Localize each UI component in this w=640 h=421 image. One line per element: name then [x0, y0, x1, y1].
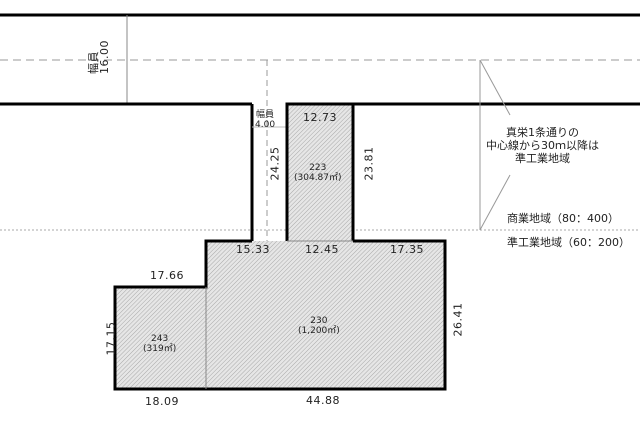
- lot-243-area: (319㎡): [143, 344, 177, 355]
- zoning-note-line3: 準工業地域: [515, 152, 570, 166]
- lot-230-area: (1,200㎡): [298, 326, 340, 337]
- zoning-note-line2: 中心線から30ｍ以降は: [486, 139, 599, 153]
- lot-230-bottom-dim: 44.88: [306, 394, 340, 407]
- zoning-note-line1: 真栄1条通りの: [506, 126, 579, 139]
- side-road-label: 幅員: [256, 110, 275, 120]
- lot-223-label: 223(304.87㎡): [294, 163, 342, 184]
- zone-lower-label: 準工業地域（60：200）: [507, 236, 630, 249]
- lot-230-top-left-dim: 15.33: [236, 243, 270, 256]
- lot-223: [287, 104, 353, 241]
- lot-223-right-dim: 23.81: [362, 146, 376, 181]
- side-road-width-value: 4.00: [255, 120, 276, 131]
- lot-230-top-right-dim: 17.35: [390, 243, 424, 256]
- lot-230-top-mid-dim: 12.45: [305, 243, 339, 256]
- lot-230-right-dim: 26.41: [451, 302, 465, 337]
- zoning-note: 真栄1条通りの 中心線から30ｍ以降は 準工業地域: [486, 126, 599, 166]
- lot-223-top-dim: 12.73: [303, 111, 337, 124]
- lot-223-area: (304.87㎡): [294, 173, 342, 184]
- lot-243-id: 243: [151, 334, 169, 344]
- lot-223-id: 223: [309, 163, 327, 173]
- lot-243-left-dim: 17.15: [104, 321, 118, 356]
- lot-243-label: 243(319㎡): [143, 334, 176, 355]
- side-road-length: 24.25: [268, 146, 282, 181]
- lot-230: [206, 241, 445, 389]
- lot-230-id: 230: [310, 316, 328, 326]
- lot-243-top-dim: 17.66: [150, 269, 184, 282]
- road-width-value: 16.00: [98, 40, 111, 74]
- lot-243: [115, 287, 206, 389]
- lot-230-label: 230(1,200㎡): [298, 316, 340, 337]
- lot-243-bottom-dim: 18.09: [145, 395, 179, 408]
- zone-upper-label: 商業地域（80：400）: [507, 212, 619, 225]
